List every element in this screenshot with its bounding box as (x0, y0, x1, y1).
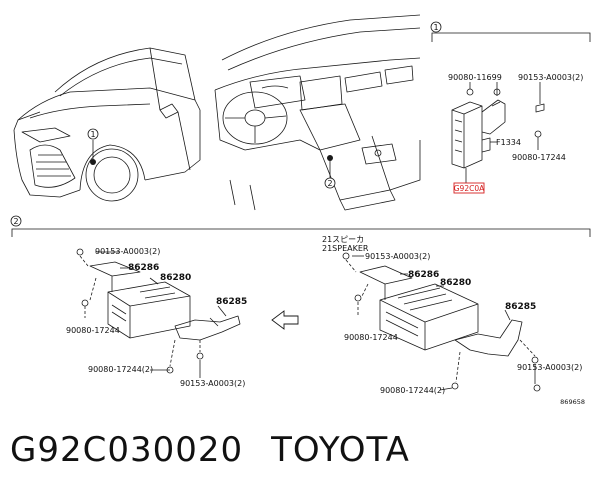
caption-brand: TOYOTA (271, 430, 410, 470)
diagram-ref-number: 869658 (560, 398, 585, 406)
part-label: 86280 (160, 273, 191, 283)
module-detail-labels: 90080-11699 90153-A0003(2) F1334 90080-1… (448, 73, 583, 194)
part-label: 90080-17244 (344, 333, 398, 342)
dashboard-illustration (214, 14, 421, 211)
part-label: 90080-17244 (66, 326, 120, 335)
direction-arrow (271, 310, 299, 330)
part-label: 90080-17244(2) (380, 386, 445, 395)
part-label: 86286 (408, 270, 439, 280)
part-label: 90153-A0003(2) (180, 379, 245, 388)
section-callout-2: 2 (10, 215, 22, 227)
right-assembly-illustration (342, 252, 541, 392)
part-label: 90080-17244(2) (88, 365, 153, 374)
part-label: 90153-A0003(2) (95, 247, 160, 256)
module-detail-illustration (451, 82, 545, 184)
part-label: 90153-A0003(2) (365, 252, 430, 261)
section-callout-1: 1 (430, 21, 442, 33)
svg-text:1: 1 (90, 130, 95, 139)
part-label: 90080-11699 (448, 73, 502, 82)
part-label: 86286 (128, 263, 159, 273)
callout-2-dash: 2 (324, 155, 336, 189)
callout-1-car: 1 (87, 128, 99, 165)
part-label: 90080-17244 (512, 153, 566, 162)
svg-text:1: 1 (433, 23, 438, 32)
speaker-header-en: 21SPEAKER (322, 244, 369, 253)
detail-1-frame (431, 32, 591, 42)
part-label: 86285 (216, 297, 247, 307)
part-label: 90153-A0003(2) (517, 363, 582, 372)
left-assembly-illustration (76, 248, 241, 378)
svg-text:2: 2 (327, 179, 332, 188)
detail-2-frame (11, 228, 591, 237)
right-assembly-labels: 21スピーカ 21SPEAKER 90153-A0003(2) 86286 86… (322, 235, 585, 406)
speaker-header-jp: 21スピーカ (322, 235, 364, 244)
highlight-part-label: G92C0A (454, 184, 485, 193)
caption-part-number: G92C030020 (10, 430, 244, 470)
part-label: F1334 (496, 138, 521, 147)
left-assembly-labels: 90153-A0003(2) 86286 86280 86285 90080-1… (66, 247, 247, 388)
svg-text:2: 2 (13, 217, 18, 226)
part-label: 86280 (440, 278, 471, 288)
caption: G92C030020 TOYOTA (10, 430, 438, 470)
part-label: 86285 (505, 302, 536, 312)
car-front-illustration (13, 47, 201, 202)
part-label: 90153-A0003(2) (518, 73, 583, 82)
